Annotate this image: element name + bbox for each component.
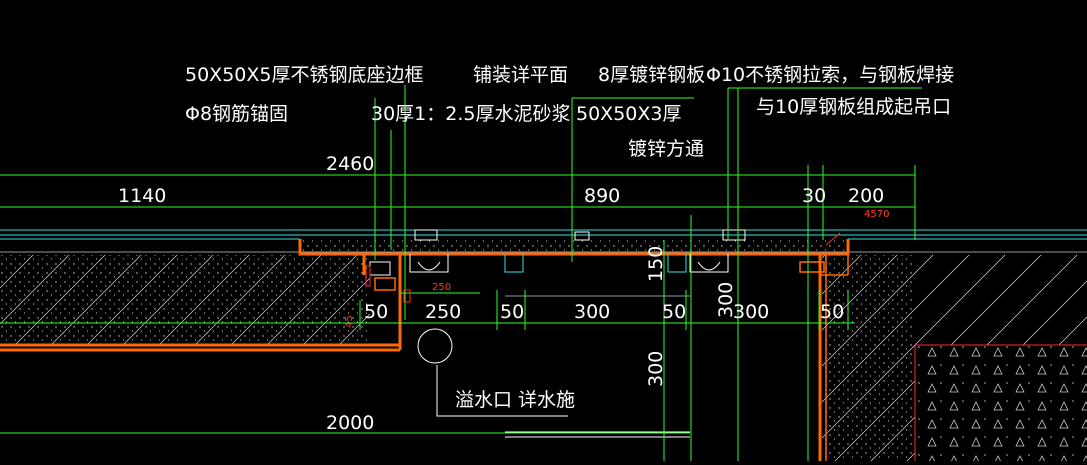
label-steel-plate: 8厚镀锌钢板 bbox=[598, 64, 705, 86]
label-lifting: 与10厚钢板组成起吊口 bbox=[756, 96, 951, 118]
dim-50-b: 50 bbox=[500, 301, 524, 323]
dimension-lines bbox=[0, 85, 922, 461]
steel-profiles bbox=[409, 229, 746, 273]
dimension-texts: 2460 1140 890 30 200 250 4570 50 250 50 … bbox=[118, 153, 889, 434]
dim-150: 150 bbox=[645, 246, 667, 282]
dim-890: 890 bbox=[584, 185, 620, 207]
dim-1140: 1140 bbox=[118, 185, 166, 207]
dim-45: 45 bbox=[344, 315, 355, 328]
label-base-frame: 50X50X5厚不锈钢底座边框 bbox=[185, 64, 423, 86]
label-square-tube: 50X50X3厚 bbox=[576, 103, 681, 125]
dim-50-d: 50 bbox=[820, 301, 844, 323]
red-markers bbox=[365, 265, 411, 303]
label-rebar-anchor: Φ8钢筋锚固 bbox=[185, 103, 288, 125]
annotations: 50X50X5厚不锈钢底座边框 铺装详平面 8厚镀锌钢板 Φ10不锈钢拉索，与钢… bbox=[185, 64, 954, 411]
dim-250-small: 250 bbox=[432, 282, 451, 293]
soil-hatch-right bbox=[822, 255, 1087, 461]
label-square-tube-2: 镀锌方通 bbox=[628, 138, 704, 160]
dim-2000: 2000 bbox=[326, 412, 374, 434]
dim-250: 250 bbox=[425, 301, 461, 323]
concrete-block bbox=[914, 344, 1087, 461]
label-overflow: 溢水口 详水施 bbox=[455, 389, 575, 411]
overflow-pipe-icon bbox=[417, 328, 453, 364]
dim-300-vertical-2: 300 bbox=[645, 351, 667, 387]
label-paving: 铺装详平面 bbox=[473, 64, 568, 86]
label-mortar: 30厚1：2.5厚水泥砂浆 bbox=[371, 103, 570, 125]
soil-hatch-left bbox=[0, 255, 370, 345]
steel-frame bbox=[0, 232, 850, 461]
dim-200: 200 bbox=[848, 185, 884, 207]
pavement-layers bbox=[0, 229, 1087, 253]
dim-300-vertical: 300 bbox=[715, 282, 737, 318]
dim-30: 30 bbox=[802, 185, 826, 207]
label-cable: Φ10不锈钢拉索，与钢板焊接 bbox=[706, 64, 954, 86]
dim-4570: 4570 bbox=[864, 209, 889, 220]
dim-50-c: 50 bbox=[662, 301, 686, 323]
dim-300-b: 300 bbox=[733, 301, 769, 323]
dim-50-a: 50 bbox=[364, 301, 388, 323]
dim-2460: 2460 bbox=[326, 153, 374, 175]
dim-300-a: 300 bbox=[574, 301, 610, 323]
